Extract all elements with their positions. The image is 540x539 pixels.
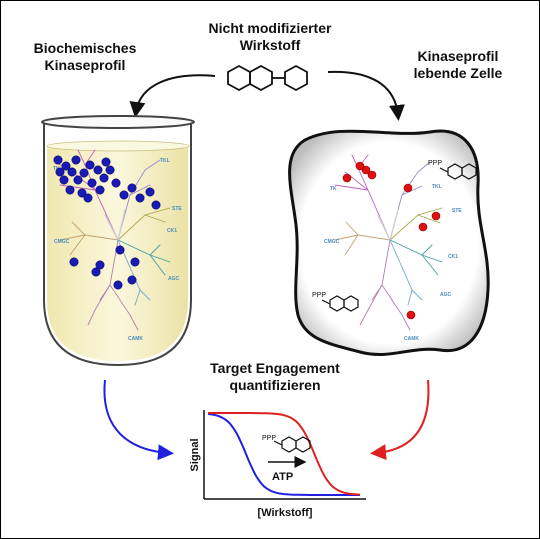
group-label-camk: CAMK: [128, 336, 143, 342]
middle-label-line-2: quantifizieren: [229, 377, 321, 393]
ppp-label-bottom: PPP: [312, 292, 326, 299]
group-label-tkl: TKL: [160, 158, 170, 164]
cell-group-label-cmgc: CMGC: [324, 239, 340, 245]
group-label-tk: TK: [53, 166, 60, 172]
right-label: Kinaseprofil lebende Zelle: [388, 48, 528, 82]
left-label: Biochemisches Kinaseprofil: [20, 40, 150, 74]
dose-response-chart: PPP ATP Signal [Wirkstoff]: [189, 410, 366, 519]
ppp-label-top: PPP: [428, 160, 442, 167]
drug-molecule-icon: [227, 64, 308, 92]
cell-group-label-tk: TK: [330, 186, 337, 192]
group-label-ck1: CK1: [167, 228, 177, 234]
group-label-cmgc: CMGC: [54, 239, 70, 245]
cell-group-label-ck1: CK1: [448, 254, 458, 260]
right-label-line-2: lebende Zelle: [413, 65, 503, 81]
title-line-1: Nicht modifizierter: [208, 20, 332, 36]
group-label-agc: AGC: [168, 276, 180, 282]
left-label-line-2: Kinaseprofil: [44, 57, 126, 73]
atp-label: ATP: [272, 471, 293, 483]
cell-group-label-ste: STE: [452, 208, 462, 214]
live-cell: [288, 129, 490, 356]
arrow-to-biochemical: [129, 74, 216, 118]
chart-series-line-1: [208, 412, 361, 496]
live-cell-hit-dots: [342, 161, 441, 320]
left-label-line-1: Biochemisches: [33, 40, 137, 56]
title-line-2: Wirkstoff: [239, 37, 301, 53]
group-label-ste: STE: [172, 206, 182, 212]
biochemical-hit-dots: [53, 155, 161, 290]
cell-group-label-tkl: TKL: [432, 184, 442, 190]
cell-group-label-agc: AGC: [440, 292, 452, 298]
kinome-tree-live-cell: TK TKL STE CMGC CK1 AGC CAMK: [324, 154, 462, 342]
arrow-red-to-chart: [370, 379, 430, 461]
arrow-blue-to-chart: [103, 379, 174, 461]
chart-ppp-label: PPP: [262, 435, 276, 442]
atp-molecule-icon: [439, 163, 477, 180]
middle-label-line-1: Target Engagement: [210, 360, 340, 376]
middle-label: Target Engagement quantifizieren: [180, 360, 370, 394]
kinome-tree-biochemical: TK TKL STE CMGC CK1 AGC CAMK: [53, 149, 182, 342]
cell-group-label-camk: CAMK: [404, 336, 419, 342]
chart-x-label: [Wirkstoff]: [258, 507, 313, 519]
atp-molecule-icon: [273, 436, 311, 453]
arrow-to-live-cell: [327, 70, 405, 121]
atp-molecule-icon: [321, 295, 359, 312]
chart-series-line-0: [207, 412, 360, 496]
right-label-line-1: Kinaseprofil: [417, 48, 499, 64]
title-label: Nicht modifizierter Wirkstoff: [180, 20, 360, 54]
chart-y-label: Signal: [189, 438, 201, 471]
